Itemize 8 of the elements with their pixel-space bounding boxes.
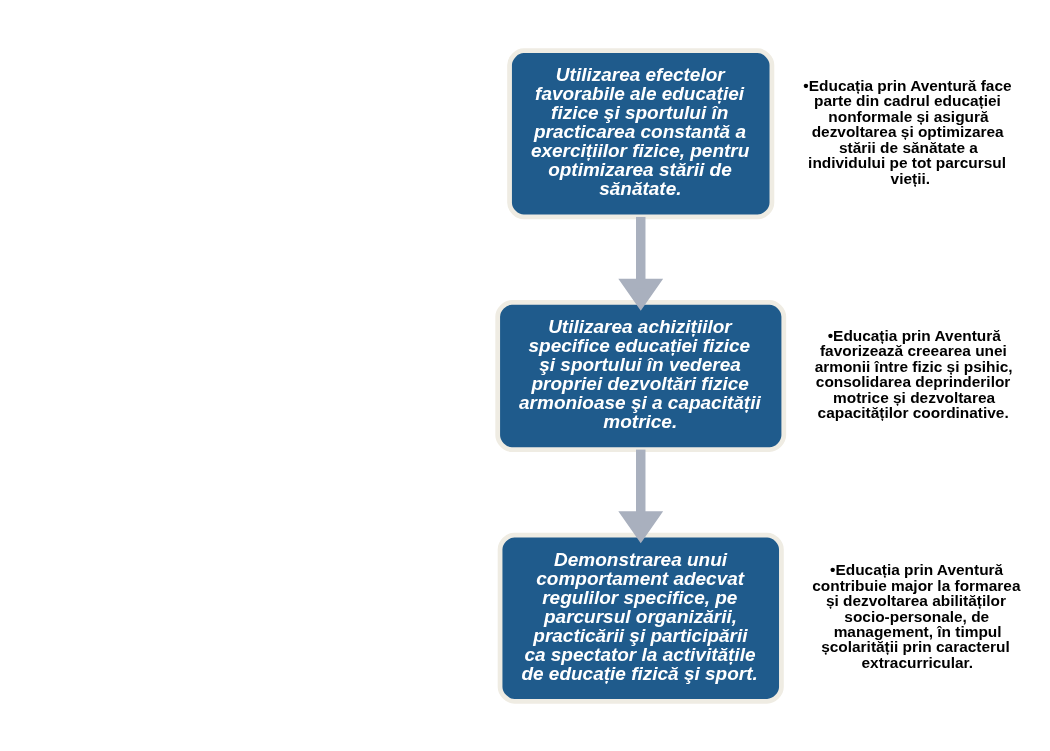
arrow <box>618 449 664 543</box>
node-box: Utilizarea efectelor favorabile ale educației fizice şi sportului în practicarea constantă a exercițiilor fizice, pentru optimizarea stării de sănătate. <box>507 47 775 219</box>
node-label: •Educația prin Aventură contribuie major la formarea și dezvoltarea abilităților socio-personale, de management, în timpul școlarității prin caracterul extracurricular. <box>812 560 1021 671</box>
node-label: •Educația prin Aventură face parte din cadrul educației nonformale și asigură dezvoltarea și optimizarea stării de sănătate a individului pe tot parcursul vieții. <box>803 76 1012 187</box>
node-box: Demonstrarea unui comportament adecvat regulilor specifice, pe parcursul organizării, practicării şi participării ca spectator la activitățile de educație fizică şi sport. <box>497 532 784 704</box>
node-label: •Educația prin Aventură favorizează creearea unei armonii între fizic și psihic, consolidarea deprinderilor motrice și dezvoltarea capacităților coordinative. <box>814 326 1013 421</box>
arrow <box>618 216 664 311</box>
node-box: Utilizarea achizițiilor specifice educației fizice şi sportului în vederea propriei dezvoltări fizice armonioase şi a capacității motrice. <box>495 299 787 452</box>
